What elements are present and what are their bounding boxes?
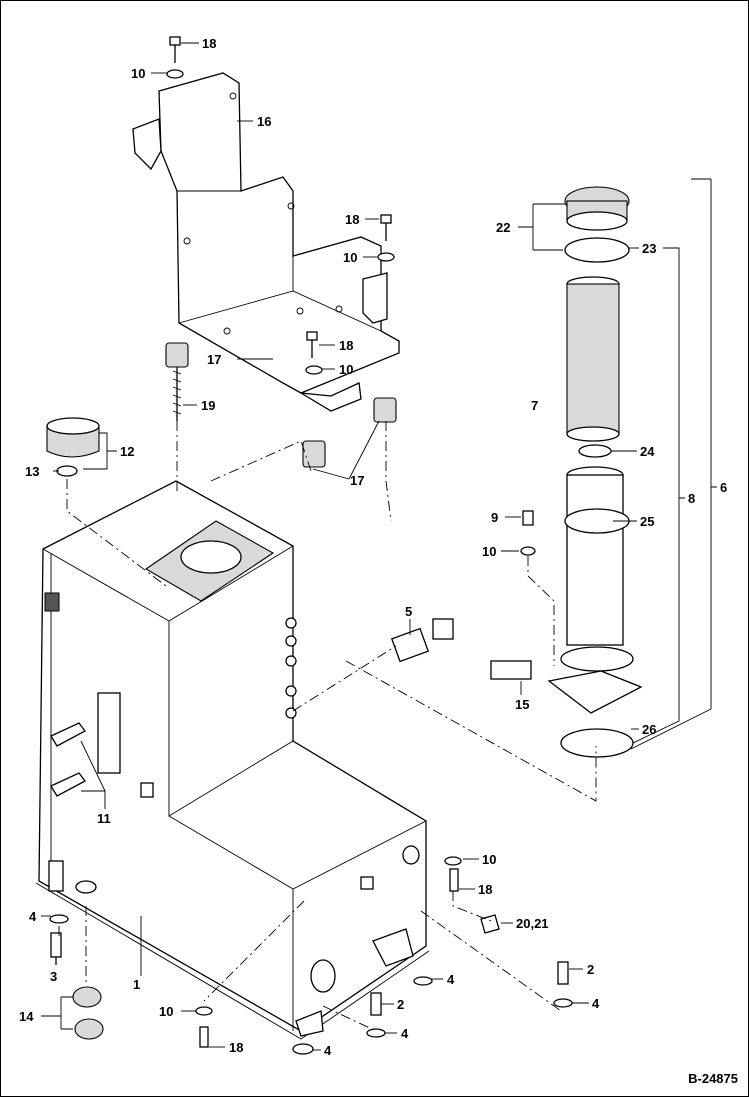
callout-2: 2 [587, 962, 594, 977]
callout-2: 2 [397, 997, 404, 1012]
callout-4: 4 [401, 1026, 409, 1041]
bolt-18-right-bottom [449, 868, 459, 892]
callout-9: 9 [491, 510, 498, 525]
callout-4: 4 [447, 972, 455, 987]
callout-13: 13 [25, 464, 39, 479]
rubber-mount-left [165, 342, 189, 421]
callout-19: 19 [201, 398, 215, 413]
callout-22: 22 [496, 220, 510, 235]
rubber-mount-right [373, 397, 397, 423]
bolt-9 [520, 510, 536, 556]
callout-5: 5 [405, 604, 412, 619]
check-valve-15 [490, 660, 532, 680]
callout-18: 18 [345, 212, 359, 227]
bolt-2-right [557, 961, 569, 985]
callout-18: 18 [229, 1040, 243, 1055]
callout-labels: 18 10 16 18 10 22 23 17 18 10 19 7 12 13… [19, 36, 727, 1058]
bolt-18-mid [305, 331, 323, 375]
suction-fitting-5 [390, 618, 454, 663]
callout-10: 10 [482, 544, 496, 559]
filter-assembly [547, 186, 643, 758]
callout-1: 1 [133, 977, 140, 992]
callout-10: 10 [343, 250, 357, 265]
callout-4: 4 [324, 1043, 332, 1058]
hydraulic-tank [35, 480, 430, 1040]
bolt-2-center [370, 992, 382, 1016]
callout-7: 7 [531, 398, 538, 413]
callout-10: 10 [131, 66, 145, 81]
callout-4: 4 [29, 909, 37, 924]
callout-16: 16 [257, 114, 271, 129]
figure-id: B-24875 [688, 1071, 738, 1086]
washer-4-center [413, 976, 433, 986]
leader-lines [41, 42, 717, 1051]
fitting-14 [72, 986, 104, 1040]
callout-12: 12 [120, 444, 134, 459]
callout-10: 10 [339, 362, 353, 377]
callout-24: 24 [640, 444, 655, 459]
mounting-bracket [132, 72, 400, 412]
bolt-18-bottom [199, 1026, 209, 1048]
callout-18: 18 [202, 36, 216, 51]
washer-4-left [49, 914, 69, 924]
washer-4-bottom [366, 1028, 386, 1038]
washer-10-bottom [195, 1006, 213, 1016]
callout-10: 10 [159, 1004, 173, 1019]
callout-17: 17 [207, 352, 221, 367]
assembly-lines [58, 421, 597, 1032]
bolt-3 [50, 932, 62, 965]
callout-11: 11 [97, 811, 111, 826]
callout-14: 14 [19, 1009, 34, 1024]
washer-10-right [444, 856, 462, 866]
callout-10: 10 [482, 852, 496, 867]
callout-3: 3 [50, 969, 57, 984]
callout-20-21: 20,21 [516, 916, 549, 931]
callout-18: 18 [339, 338, 353, 353]
callout-26: 26 [642, 722, 656, 737]
callout-4: 4 [592, 996, 600, 1011]
callout-25: 25 [640, 514, 654, 529]
callout-15: 15 [515, 697, 529, 712]
callout-18: 18 [478, 882, 492, 897]
rubber-mount-center [302, 440, 326, 468]
bolt-18-top [166, 36, 184, 79]
bolt-18-right [377, 214, 395, 262]
breather-cap [46, 417, 100, 477]
callout-8: 8 [688, 491, 695, 506]
callout-17: 17 [350, 473, 364, 488]
washer-4-lowest [292, 1043, 314, 1055]
nut-20-21 [480, 914, 500, 934]
callout-23: 23 [642, 241, 656, 256]
callout-6: 6 [720, 480, 727, 495]
washer-4-right [553, 998, 573, 1008]
